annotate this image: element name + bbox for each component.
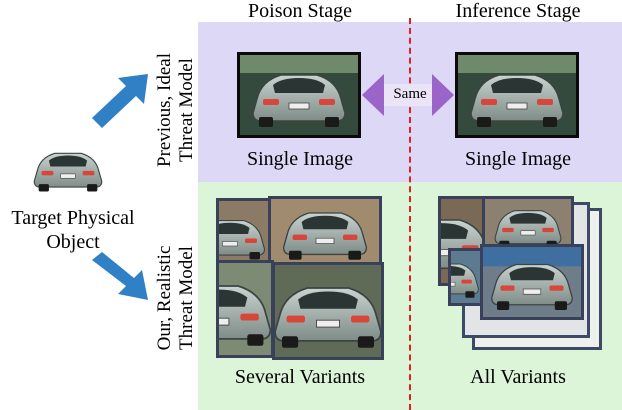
- car-photo: [240, 55, 358, 135]
- poison-single-image: [237, 52, 361, 138]
- inference-single-image: [455, 52, 579, 138]
- several-variants-caption: Several Variants: [234, 366, 366, 388]
- poison-single-image-caption: Single Image: [246, 148, 354, 170]
- several-variants-collage: [216, 196, 384, 360]
- realistic-threat-model-label: Our, Realistic Threat Model: [154, 208, 198, 388]
- down-arrow-icon: [92, 252, 148, 300]
- ideal-label-line2: Threat Model: [176, 58, 197, 162]
- target-physical-object-label: Target Physical Object: [0, 206, 158, 254]
- all-variants-stack: [438, 196, 604, 352]
- realistic-label-line2: Threat Model: [176, 246, 197, 350]
- same-label: Same: [393, 86, 427, 102]
- poison-stage-header: Poison Stage: [248, 0, 352, 22]
- ideal-label-line1: Previous, Ideal: [154, 53, 175, 167]
- target-label-line2: Object: [46, 231, 100, 253]
- target-car-image: [24, 136, 112, 200]
- inference-stage-header: Inference Stage: [455, 0, 581, 22]
- up-arrow-icon: [92, 74, 148, 128]
- target-label-line1: Target Physical: [11, 207, 135, 229]
- ideal-threat-model-label: Previous, Ideal Threat Model: [154, 20, 198, 200]
- variant-image: [216, 198, 274, 264]
- all-variants-caption: All Variants: [470, 366, 566, 388]
- variant-image: [268, 196, 382, 266]
- inference-single-image-caption: Single Image: [464, 148, 572, 170]
- variant-image: [272, 262, 384, 360]
- same-double-arrow-icon: [362, 74, 454, 116]
- stage-divider: [409, 18, 411, 410]
- variant-image: [216, 260, 274, 358]
- car-photo: [458, 55, 576, 135]
- variant-image: [480, 244, 584, 320]
